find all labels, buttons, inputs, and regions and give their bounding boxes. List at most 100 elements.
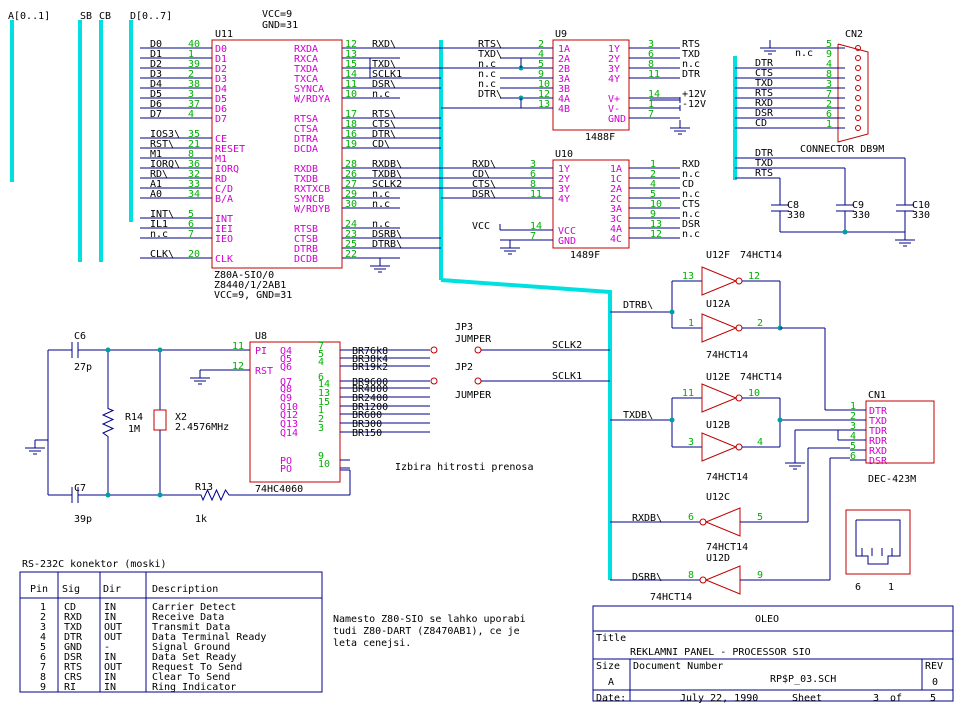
cn1-pin: RDR [869, 436, 888, 447]
td-desc: Transmit Data [152, 622, 230, 633]
u10-pin-num-right: 5 [650, 189, 656, 200]
u12f-ref: U12F [706, 250, 730, 261]
u11-pin-right: TXCA [294, 74, 318, 85]
u9-pin-num-right: 3 [648, 39, 654, 50]
u11-part-0: Z80A-SIO/0 [214, 270, 274, 281]
junction-dot [777, 417, 783, 423]
title-block [592, 605, 954, 702]
u11-pin-num-left: 20 [188, 249, 200, 260]
u8-pin-num-right: 3 [318, 423, 324, 434]
c6-ref: C6 [74, 331, 86, 342]
u9-pin-num-left: 13 [538, 99, 550, 110]
u11-pin-left: D7 [215, 114, 227, 125]
td-pin: 7 [40, 662, 46, 673]
cn1-pin-num: 5 [850, 441, 856, 452]
u9-pin-num-right: 11 [648, 69, 660, 80]
tb-rev-label: REV [925, 661, 943, 672]
speed-note: Izbira hitrosti prenosa [395, 462, 533, 473]
u11-pin-right: RXDA [294, 44, 318, 55]
tb-company: OLEO [755, 614, 779, 625]
u11-pin-num-left: 34 [188, 189, 200, 200]
td-desc: Signal Ground [152, 642, 230, 653]
cn1-pin-num: 2 [850, 411, 856, 422]
cn2-net-nc: n.c [795, 48, 813, 59]
u10-net-right: CD [682, 179, 694, 190]
u8-pin-num-left: 12 [232, 361, 244, 372]
td-dir: IN [104, 652, 116, 663]
u12c-in: 6 [688, 512, 694, 523]
u11-pin-left: D2 [215, 64, 227, 75]
u11-pin-num-right: 27 [345, 179, 357, 190]
tb-rev: 0 [932, 677, 938, 688]
cn2-net: RTS [755, 88, 773, 99]
u11-pin-left: D0 [215, 44, 227, 55]
u9-pin-num-left: 12 [538, 89, 550, 100]
u11-pin-left: D1 [215, 54, 227, 65]
cn2-ref: CN2 [845, 29, 863, 40]
u11-part-2: VCC=9, GND=31 [214, 290, 292, 301]
cn2-body [837, 43, 869, 143]
td-pin: 3 [40, 622, 46, 633]
u10-net-left: VCC [472, 221, 490, 232]
u10-pin-num-left: 7 [530, 231, 536, 242]
u11-net-left: D1 [150, 49, 162, 60]
inverter-bubble [699, 518, 707, 526]
u10-pin-left: 4Y [558, 194, 570, 205]
u10-net-right: n.c [682, 209, 700, 220]
c7-ref: C7 [74, 483, 86, 494]
u11-pin-num-right: 25 [345, 239, 357, 250]
td-dir: IN [104, 672, 116, 683]
cap-net-txd: TXD [755, 158, 773, 169]
c7-value: 39p [74, 514, 92, 525]
u12d-in: 8 [688, 570, 694, 581]
tb-title-label: Title [596, 633, 626, 644]
u9-pin-num-left: 9 [538, 69, 544, 80]
u10-pin-num-left: 6 [530, 169, 536, 180]
junction-dot [669, 309, 675, 315]
u9-pin-num-left: 4 [538, 49, 544, 60]
u11-net-right: CTS\ [372, 119, 396, 130]
u9-net-left: DTR\ [478, 89, 502, 100]
u9-net-right: +12V [682, 89, 706, 100]
table-title: RS-232C konektor (moski) [22, 559, 167, 570]
u8-pin-right: Q8 [280, 384, 292, 395]
u8-pin-right: PO [280, 464, 292, 475]
u10-net-left: RXD\ [472, 159, 496, 170]
u9-pin-right: 3Y [608, 64, 620, 75]
note-line-0: Namesto Z80-SIO se lahko uporabi [333, 614, 526, 625]
u10-pin-num-left: 14 [530, 221, 542, 232]
u8-pin-num-left: 11 [232, 341, 244, 352]
u12f-type: 74HCT14 [740, 250, 782, 261]
u12c-type: 74HCT14 [706, 542, 748, 553]
u11-pin-num-left: 40 [188, 39, 200, 50]
u11-net-right: RXDB\ [372, 159, 402, 170]
u11-net-left: D6 [150, 99, 162, 110]
td-sig: DTR [64, 632, 83, 643]
u8-pin-num-right: 15 [318, 397, 330, 408]
u11-net-right: RXD\ [372, 39, 396, 50]
u11-body [211, 39, 343, 269]
u10-net-left: CTS\ [472, 179, 496, 190]
u10-pin-num-right: 9 [650, 209, 656, 220]
u11-pin-num-right: 12 [345, 39, 357, 50]
td-desc: Ring Indicator [152, 682, 236, 693]
u9-net-right: TXD [682, 49, 700, 60]
cn1-pin: RXD [869, 446, 887, 457]
u9-pin-left: 1A [558, 44, 570, 55]
u11-pin-num-right: 11 [345, 79, 357, 90]
u10-pin-num-right: 1 [650, 159, 656, 170]
u12a-out: 2 [757, 318, 763, 329]
jp2-pad [474, 377, 482, 385]
u10-net-right: CTS [682, 199, 700, 210]
td-pin: 1 [40, 602, 46, 613]
cn2-pin-dot [855, 55, 861, 61]
u11-net-right: n.c [372, 89, 390, 100]
gate-u12a [701, 313, 738, 343]
u11-pin-num-left: 38 [188, 79, 200, 90]
u11-power-vcc: VCC=9 [262, 9, 292, 20]
u11-pin-num-left: 4 [188, 109, 194, 120]
u12a-ref: U12A [706, 299, 730, 310]
td-desc: Request To Send [152, 662, 242, 673]
u9-pin-num-right: 1 [648, 99, 654, 110]
u11-net-right: n.c [372, 199, 390, 210]
